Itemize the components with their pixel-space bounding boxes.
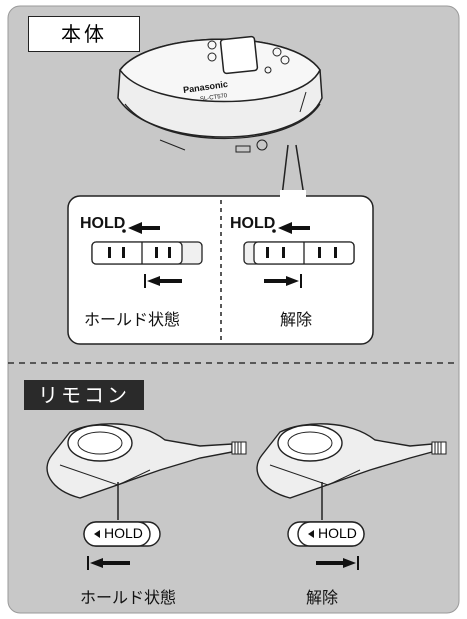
caption-hold-state-remote: ホールド状態 [80, 588, 177, 607]
hold-label-locked: HOLD [80, 215, 126, 232]
remote-switch-released [287, 521, 365, 570]
caption-release-remote: 解除 [306, 588, 339, 607]
hold-callout-box [67, 195, 374, 345]
cd-player-illustration [117, 35, 323, 153]
remote-switch-locked [83, 521, 161, 570]
remote-hold-text-locked: HOLD [104, 525, 143, 541]
main-unit-label: 本体 [28, 16, 140, 52]
remote-left-illustration [46, 423, 247, 520]
hold-label-released: HOLD [230, 215, 276, 232]
main-switch-locked [91, 222, 203, 288]
callout-connector [281, 144, 305, 197]
callout-gap [280, 190, 306, 199]
caption-release-main: 解除 [280, 310, 313, 329]
remote-right-illustration [256, 423, 447, 520]
main-switch-released [243, 222, 355, 288]
remote-label: リモコン [24, 380, 144, 410]
caption-hold-state-main: ホールド状態 [84, 310, 181, 329]
remote-hold-text-released: HOLD [318, 525, 357, 541]
